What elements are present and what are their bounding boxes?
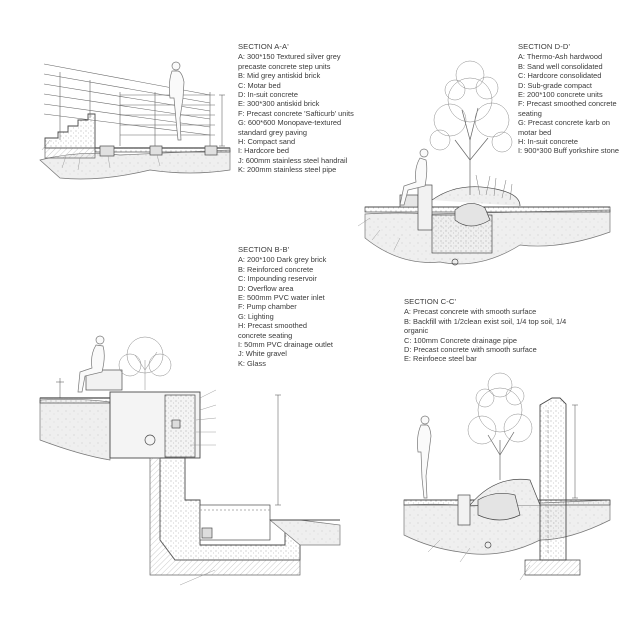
- section-d-item-2: B: Sand well consolidated: [518, 61, 603, 71]
- section-c-drawing: [403, 372, 611, 581]
- section-c-item-1: A: Precast concrete with smooth surface: [404, 307, 537, 317]
- section-b-title: SECTION B-B': [238, 245, 290, 254]
- section-d-item-4: D: Sub-grade compact: [518, 80, 592, 90]
- section-c-item-3: C: 100mm Concrete drainage pipe: [404, 335, 517, 345]
- section-a-title: SECTION A-A': [238, 42, 289, 51]
- section-a-item-1: A: 300*150 Textured silver grey: [238, 52, 341, 62]
- section-a-item-2: precaste concrete step units: [238, 61, 331, 71]
- section-b-item-2: B: Reinforced concrete: [238, 264, 314, 274]
- section-b-item-8: H: Precast smoothed: [238, 321, 308, 331]
- section-d-legend: SECTION D-D' A: Thermo-Ash hardwood B: S…: [518, 42, 636, 156]
- section-d-item-11: I: 900*300 Buff yorkshire stone: [518, 146, 619, 156]
- section-c-title: SECTION C-C': [404, 297, 457, 306]
- section-a-item-12: J: 600mm stainless steel handrail: [238, 155, 348, 165]
- section-a-item-5: D: In-suit concrete: [238, 90, 298, 100]
- section-d-drawing: [357, 60, 611, 266]
- section-b-item-5: E: 500mm PVC water inlet: [238, 293, 325, 303]
- section-d-item-5: E: 200*100 concrete units: [518, 90, 603, 100]
- section-b-item-10: I: 50mm PVC drainage outlet: [238, 340, 333, 350]
- section-b-item-1: A: 200*100 Dark grey brick: [238, 255, 327, 265]
- section-a-item-10: H: Compact sand: [238, 137, 296, 147]
- section-c-item-4: D: Precast concrete with smooth surface: [404, 345, 537, 355]
- section-d-title: SECTION D-D': [518, 42, 571, 51]
- section-c-legend: SECTION C-C' A: Precast concrete with sm…: [404, 297, 586, 364]
- section-a-item-11: I: Hardcore bed: [238, 146, 289, 156]
- section-d-item-6: F: Precast smoothed concrete: [518, 99, 617, 109]
- section-b-item-7: G: Lighting: [238, 311, 274, 321]
- section-a-drawing: [39, 61, 231, 180]
- section-d-item-8: G: Precast concrete karb on: [518, 118, 611, 128]
- section-b-item-9: concrete seating: [238, 330, 293, 340]
- section-d-item-7: seating: [518, 108, 542, 118]
- section-a-item-13: K: 200mm stainless steel pipe: [238, 165, 337, 175]
- section-b-item-6: F: Pump chamber: [238, 302, 297, 312]
- section-d-item-1: A: Thermo-Ash hardwood: [518, 52, 603, 62]
- section-a-item-6: E: 300*300 antiskid brick: [238, 99, 320, 109]
- section-b-item-3: C: Impounding reservoir: [238, 274, 317, 284]
- section-a-item-8: G: 600*600 Monopave-textured: [238, 118, 342, 128]
- section-a-legend: SECTION A-A' A: 300*150 Textured silver …: [238, 42, 388, 175]
- section-b-item-12: K: Glass: [238, 358, 266, 368]
- section-a-item-3: B: Mid grey antiskid brick: [238, 71, 321, 81]
- section-a-item-9: standard grey paving: [238, 127, 308, 137]
- section-d-item-10: H: In-suit concrete: [518, 137, 578, 147]
- section-b-item-11: J: White gravel: [238, 349, 287, 359]
- section-a-item-7: F: Precast concrete 'Safticurb' units: [238, 108, 354, 118]
- section-c-item-2: B: Backfill with 1/2clean exist soil, 1/…: [404, 316, 567, 336]
- section-b-item-4: D: Overflow area: [238, 283, 294, 293]
- section-d-item-3: C: Hardcore consolidated: [518, 71, 602, 81]
- section-b-drawing: [39, 335, 341, 586]
- section-b-legend: SECTION B-B' A: 200*100 Dark grey brick …: [238, 245, 356, 368]
- section-c-item-5: E: Reinfoece steel bar: [404, 354, 477, 364]
- section-d-item-9: motar bed: [518, 127, 552, 137]
- section-a-item-4: C: Motar bed: [238, 80, 281, 90]
